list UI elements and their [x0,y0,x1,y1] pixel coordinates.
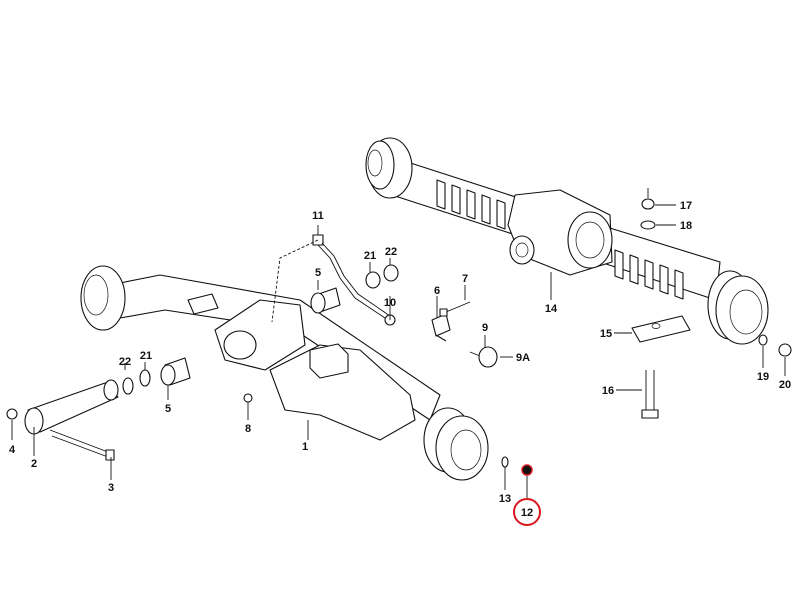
nut-17 [641,198,655,210]
nut-4 [6,408,18,420]
washer-18 [640,220,656,230]
washer-21-upper [365,271,381,289]
nut-20 [778,343,792,357]
bushing-5-lower [160,357,191,386]
bracket-6 [431,313,451,342]
callout-2: 2 [31,458,37,470]
callout-15: 15 [600,328,612,340]
callout-10: 10 [384,297,396,309]
callout-9A: 9A [516,352,530,364]
callout-12: 12 [521,507,533,519]
callout-5-upper: 5 [315,267,321,279]
washer-22-upper [383,264,399,282]
callout-14: 14 [545,303,558,315]
callout-5-lower: 5 [165,403,171,415]
bolt-3 [49,429,115,461]
callout-22-lower: 22 [119,356,131,368]
highlight-circle [513,498,541,526]
washer-21-lower [139,369,151,387]
sensor-9 [469,346,498,368]
callout-4: 4 [9,444,16,456]
callout-3: 3 [108,482,114,494]
hose-11 [312,234,396,326]
washer-22-lower [122,377,134,395]
callout-6: 6 [434,285,440,297]
callout-19: 19 [757,371,769,383]
callout-7: 7 [462,273,468,285]
rear-axle-assembly [365,137,769,345]
callout-11: 11 [312,210,324,222]
leader-lines [11,188,786,498]
callout-20: 20 [779,379,791,391]
callout-22-upper: 22 [385,246,397,258]
callout-1: 1 [302,441,308,453]
pin-2 [24,379,119,435]
nut-8 [243,393,253,403]
callout-13: 13 [499,493,511,505]
callout-21-lower: 21 [140,350,152,362]
front-axle-housing [80,265,489,481]
callout-18: 18 [680,220,692,232]
washer-19 [758,334,768,346]
callout-17: 17 [680,200,692,212]
callout-8: 8 [245,423,251,435]
callout-16: 16 [602,385,614,397]
bolt-16 [641,370,659,419]
nut-12 [521,464,533,476]
plate-15 [631,315,691,343]
washer-13 [501,456,509,468]
callout-9: 9 [482,322,488,334]
callout-21-upper: 21 [364,250,376,262]
bushing-5-upper [310,287,341,314]
bolt-7 [439,301,471,317]
